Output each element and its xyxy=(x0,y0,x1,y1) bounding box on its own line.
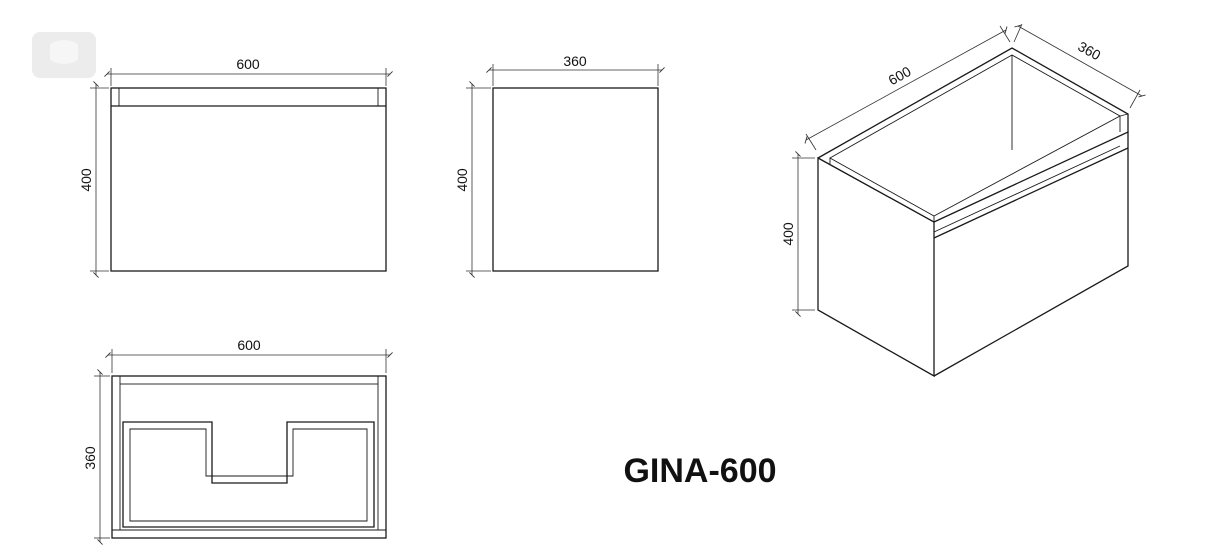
front-height-dimension: 400 xyxy=(78,81,109,278)
top-width-label: 600 xyxy=(237,337,261,353)
iso-width-dimension: 600 xyxy=(804,25,1011,151)
iso-height-dimension: 400 xyxy=(780,151,815,317)
top-depth-label: 360 xyxy=(82,446,98,470)
iso-depth-dimension: 360 xyxy=(1013,23,1146,109)
model-name: GINA-600 xyxy=(623,452,776,490)
front-width-dimension: 600 xyxy=(104,56,393,86)
iso-width-label: 600 xyxy=(885,63,913,88)
iso-depth-label: 360 xyxy=(1075,38,1103,63)
top-depth-dimension: 360 xyxy=(82,369,110,545)
top-view: 600 360 xyxy=(82,337,393,545)
iso-height-label: 400 xyxy=(780,222,796,246)
side-height-dimension: 400 xyxy=(454,81,491,278)
top-width-dimension: 600 xyxy=(105,337,393,373)
front-height-label: 400 xyxy=(78,168,94,192)
side-depth-label: 360 xyxy=(563,53,587,69)
front-width-label: 600 xyxy=(236,56,260,72)
brand-logo-icon xyxy=(32,32,96,78)
front-view: 600 400 xyxy=(78,56,393,278)
side-view: 360 400 xyxy=(454,53,665,278)
side-height-label: 400 xyxy=(454,168,470,192)
side-depth-dimension: 360 xyxy=(486,53,665,86)
isometric-view: 600 360 400 xyxy=(780,23,1146,378)
